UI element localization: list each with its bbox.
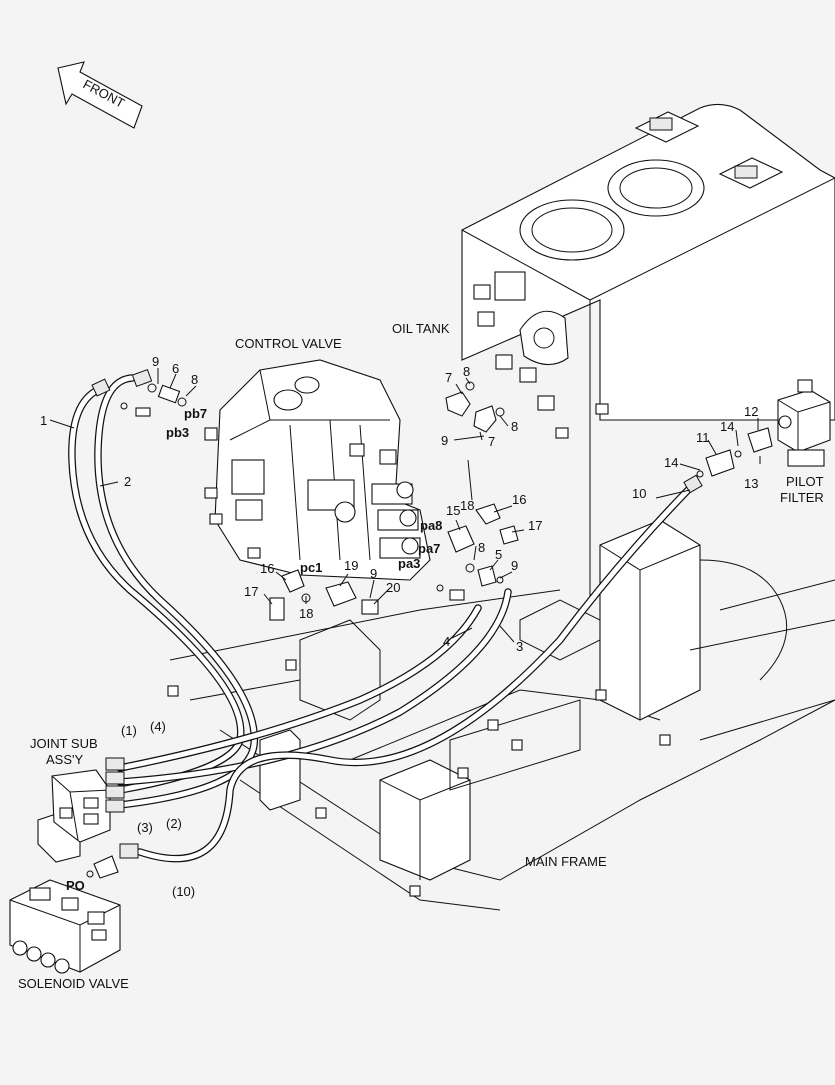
port-pa3: pa3: [398, 556, 420, 571]
callout-9a: 9: [152, 354, 159, 369]
callout-8a: 8: [191, 372, 198, 387]
callout-17b: 17: [244, 584, 258, 599]
pilot-filter-label-line1: PILOT: [786, 474, 824, 489]
oil-tank-label: OIL TANK: [392, 321, 450, 336]
callout-paren-1: (1): [121, 723, 137, 738]
callout-9c: 9: [511, 558, 518, 573]
callout-18a: 18: [460, 498, 474, 513]
callout-7a: 7: [445, 370, 452, 385]
callout-9d: 9: [370, 566, 377, 581]
joint-sub-assy-drawing: [37, 769, 111, 863]
port-pa7: pa7: [418, 541, 440, 556]
solenoid-valve-drawing: [9, 879, 121, 974]
front-arrow: FRONT: [57, 61, 143, 129]
callout-3: 3: [516, 639, 523, 654]
callout-9b: 9: [441, 433, 448, 448]
callout-2: 2: [124, 474, 131, 489]
callout-18b: 18: [299, 606, 313, 621]
callout-paren-10: (10): [172, 884, 195, 899]
callout-7b: 7: [488, 434, 495, 449]
callout-8d: 8: [478, 540, 485, 555]
callout-paren-3: (3): [137, 820, 153, 835]
hoses: [68, 374, 694, 863]
callout-10: 10: [632, 486, 646, 501]
callout-8b: 8: [463, 364, 470, 379]
callout-14b: 14: [720, 419, 734, 434]
callout-5: 5: [495, 547, 502, 562]
main-frame-label: MAIN FRAME: [525, 854, 607, 869]
solenoid-valve-label: SOLENOID VALVE: [18, 976, 129, 991]
control-valve-label: CONTROL VALVE: [235, 336, 342, 351]
port-po: PO: [66, 878, 85, 893]
leader-lines: [49, 368, 761, 643]
callout-14a: 14: [664, 455, 678, 470]
control-valve-drawing: [204, 359, 431, 581]
callout-16a: 16: [512, 492, 526, 507]
callout-11: 11: [696, 430, 710, 445]
main-frame-drawing: [167, 519, 835, 911]
oil-tank-drawing: [461, 103, 835, 600]
callout-paren-4: (4): [150, 719, 166, 734]
joint-sub-label-line2: ASS'Y: [46, 752, 83, 767]
callout-6: 6: [172, 361, 179, 376]
component-labels: CONTROL VALVE OIL TANK PILOT FILTER JOIN…: [18, 321, 824, 991]
callout-8c: 8: [511, 419, 518, 434]
pilot-filter-label-line2: FILTER: [780, 490, 824, 505]
callout-12: 12: [744, 404, 758, 419]
callout-17a: 17: [528, 518, 542, 533]
joint-sub-label-line1: JOINT SUB: [30, 736, 98, 751]
callout-1: 1: [40, 413, 47, 428]
callout-13: 13: [744, 476, 758, 491]
port-labels: pb7 pb3 pa8 pa7 pc1 pa3 PO: [66, 406, 442, 893]
fittings: [86, 368, 773, 879]
callout-19: 19: [344, 558, 358, 573]
port-pa8: pa8: [420, 518, 442, 533]
port-pc1: pc1: [300, 560, 322, 575]
callout-20: 20: [386, 580, 400, 595]
port-pb7: pb7: [184, 406, 207, 421]
callout-16b: 16: [260, 561, 274, 576]
callout-4: 4: [443, 634, 450, 649]
port-pb3: pb3: [166, 425, 189, 440]
callout-15: 15: [446, 503, 460, 518]
callout-paren-2: (2): [166, 816, 182, 831]
callout-numbers: 1 2 3 4 5 6 7 7 8 8 8 8 9 9 9 9 10 11 12…: [40, 354, 758, 899]
pilot-filter-drawing: [777, 379, 831, 467]
